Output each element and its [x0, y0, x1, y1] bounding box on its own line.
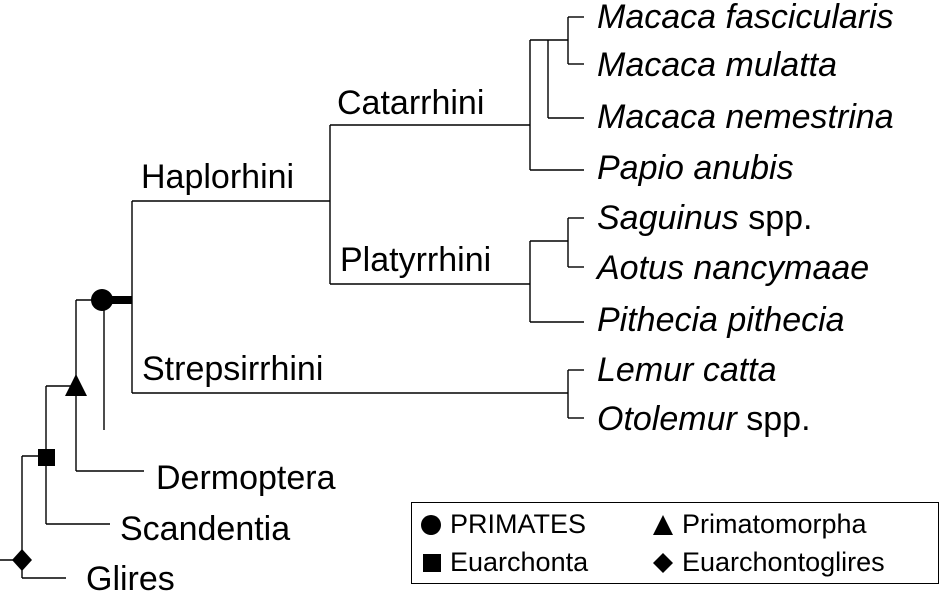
taxon-label: Lemur catta — [597, 351, 777, 389]
clade-label-catarrhini: Catarrhini — [337, 84, 485, 122]
taxon-label: Otolemur spp. — [597, 400, 811, 438]
euarchontoglires-node-diamond-icon — [12, 549, 32, 571]
legend-label-euarchonta: Euarchonta — [450, 547, 589, 577]
square-icon — [423, 553, 441, 572]
circle-icon — [421, 514, 441, 535]
clade-label-platyrrhini: Platyrrhini — [340, 241, 492, 279]
primates-node-circle-icon — [91, 289, 113, 311]
legend-item-primates: PRIMATES — [420, 509, 586, 540]
taxon-label: Macaca fascicularis — [597, 0, 894, 36]
clade-label-haplorhini: Haplorhini — [141, 158, 295, 196]
taxon-label: Aotus nancymaae — [597, 249, 870, 287]
legend-label-primates: PRIMATES — [450, 509, 587, 539]
legend-label-primatomorpha: Primatomorpha — [682, 509, 867, 539]
triangle-icon — [653, 514, 673, 535]
clade-label-dermoptera: Dermoptera — [156, 459, 336, 497]
legend-item-euarchonta: Euarchonta — [422, 547, 588, 578]
clade-label-scandentia: Scandentia — [120, 510, 291, 548]
clade-label-glires: Glires — [86, 560, 175, 598]
primatomorpha-node-triangle-icon — [65, 374, 87, 396]
clade-label-strepsirrhini: Strepsirrhini — [142, 350, 324, 388]
legend-item-euarchontoglires: Euarchontoglires — [652, 547, 885, 578]
legend: PRIMATES Primatomorpha Euarchonta Euarch… — [411, 502, 939, 584]
diamond-icon — [653, 552, 673, 573]
taxon-label: Saguinus spp. — [597, 199, 813, 237]
taxon-label: Macaca mulatta — [597, 46, 837, 84]
taxon-label: Papio anubis — [597, 149, 794, 187]
legend-item-primatomorpha: Primatomorpha — [652, 509, 867, 540]
euarchonta-node-square-icon — [38, 449, 55, 466]
taxon-label: Pithecia pithecia — [597, 301, 845, 339]
taxon-label: Macaca nemestrina — [597, 98, 894, 136]
legend-label-euarchontoglires: Euarchontoglires — [682, 547, 885, 577]
